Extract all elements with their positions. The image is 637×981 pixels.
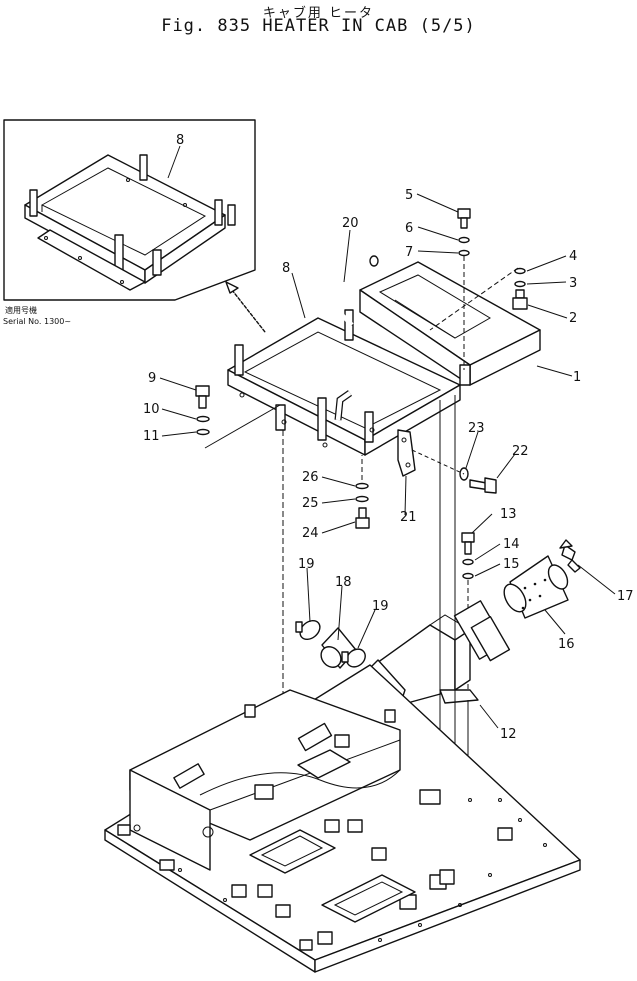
callout-21: 21 [400,510,417,525]
callout-24: 24 [302,526,319,541]
callout-20: 20 [342,216,359,231]
callout-9: 9 [148,371,156,386]
inset-arrow [225,281,266,333]
hose-18-clamps-19 [295,619,366,669]
bolt-2-set [512,267,528,310]
callout-14: 14 [503,537,520,552]
inset-tray-drawing [24,154,236,291]
elbow-pipe [334,390,353,421]
callout-10: 10 [143,402,160,417]
callout-25: 25 [302,496,319,511]
bolt-24-set [355,482,370,529]
inset-note-jp: 適用号機 [5,305,37,315]
callout-22: 22 [512,444,529,459]
callout-2: 2 [569,311,577,326]
callout-leaders [159,193,616,729]
callout-17: 17 [617,589,634,604]
inset-panel: 8 適用号機 Serial No. 1300~ [3,119,256,326]
callout-23: 23 [468,421,485,436]
callout-12: 12 [500,727,517,742]
pipe-20 [337,255,379,327]
bolt-13-set [461,532,475,580]
callout-26: 26 [302,470,319,485]
bolt-5-set [457,208,471,257]
callout-6: 6 [405,221,413,236]
wing-nut-17 [559,539,581,573]
bolt-22 [459,467,497,494]
callout-11: 11 [143,429,160,444]
callout-7: 7 [405,245,413,260]
callout-5: 5 [405,188,413,203]
callout-8: 8 [282,261,290,276]
callout-15: 15 [503,557,520,572]
callout-4: 4 [569,249,577,264]
title-japanese: キャブ用 ヒータ [262,6,375,21]
callout-1: 1 [573,370,581,385]
callout-3: 3 [569,276,577,291]
title-english: Fig. 835 HEATER IN CAB (5/5) [161,16,476,36]
inset-serial-note: Serial No. 1300~ [3,317,71,326]
callout-19b: 19 [372,599,389,614]
inset-callout-8: 8 [176,133,184,148]
callout-16: 16 [558,637,575,652]
callout-18: 18 [335,575,352,590]
mounting-tray-8 [227,309,471,456]
callout-labels: 1 2 3 4 5 6 7 8 9 10 11 12 13 14 15 16 1… [143,188,634,742]
bolt-9-set [195,385,210,436]
bracket-21 [397,429,416,477]
filter-16 [503,555,569,619]
cab-floor-frame [104,664,581,973]
callout-13: 13 [500,507,517,522]
callout-19a: 19 [298,557,315,572]
